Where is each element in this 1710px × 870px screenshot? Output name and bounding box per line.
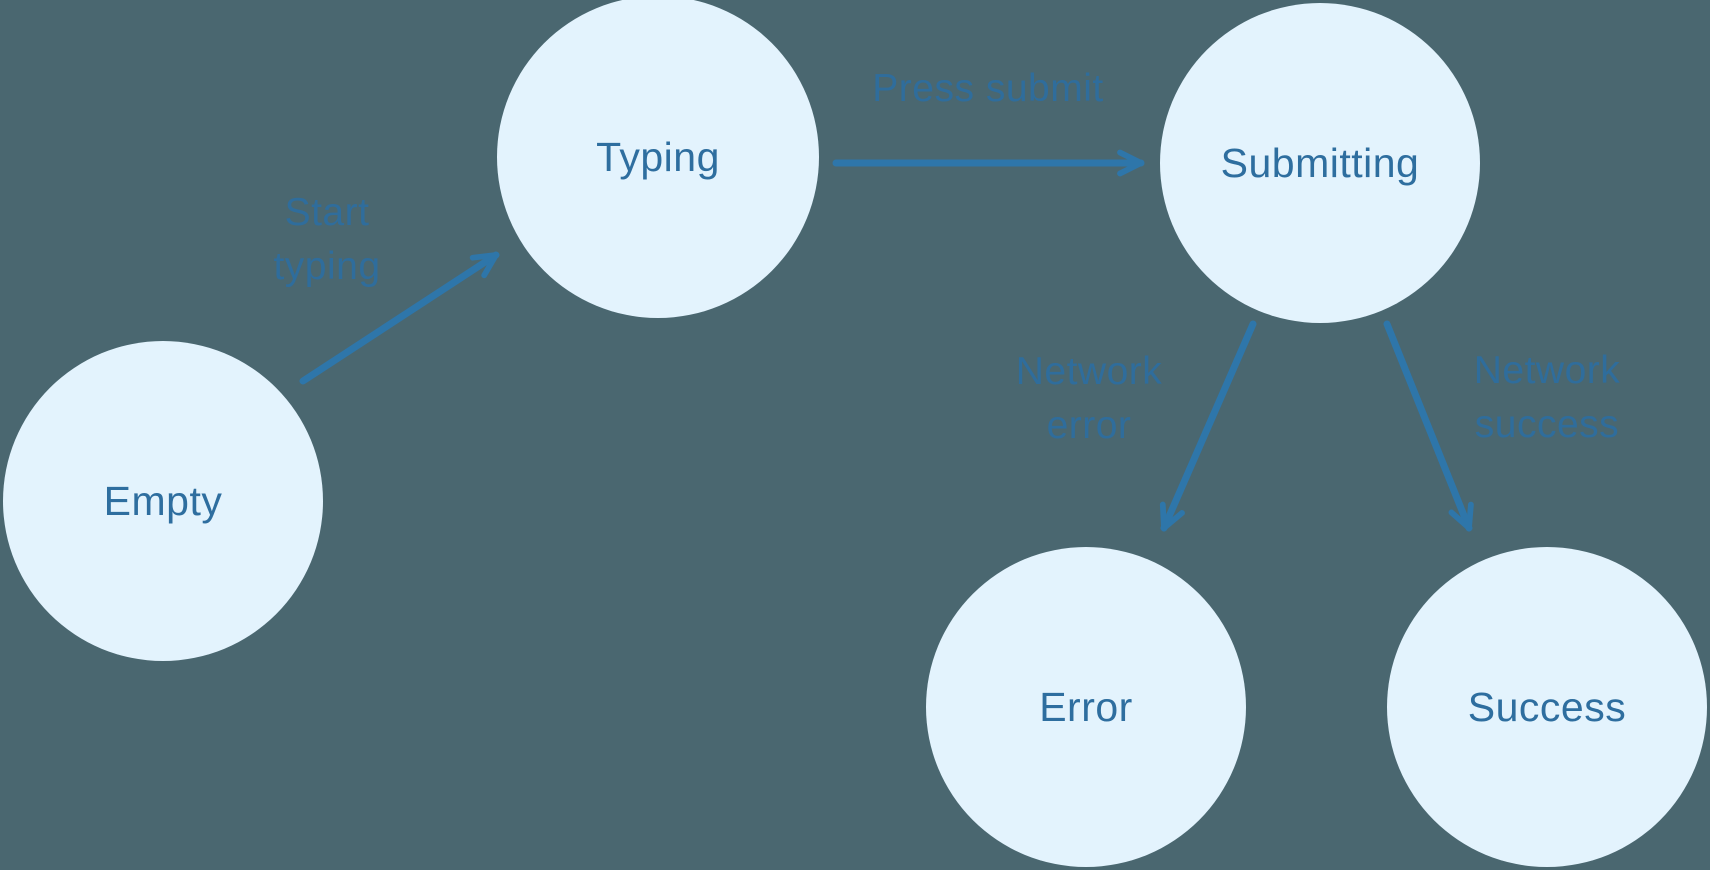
state-node-success [1387,547,1707,867]
states-layer [3,0,1707,867]
state-node-label-submitting: Submitting [1221,140,1420,186]
state-node-label-empty: Empty [104,478,223,524]
state-node-submitting [1160,3,1480,323]
transition-arrow-network-error [1159,320,1257,532]
transition-arrow-network-success [1383,320,1474,532]
transition-label-press-submit: Press submit [872,67,1103,110]
state-node-error [926,547,1246,867]
state-node-label-typing: Typing [596,134,720,180]
transition-arrow-start-typing [299,251,500,385]
state-node-label-error: Error [1039,684,1133,730]
state-node-label-success: Success [1468,684,1626,730]
transitions-layer [299,149,1474,532]
state-node-empty [3,341,323,661]
state-node-typing [497,0,819,318]
